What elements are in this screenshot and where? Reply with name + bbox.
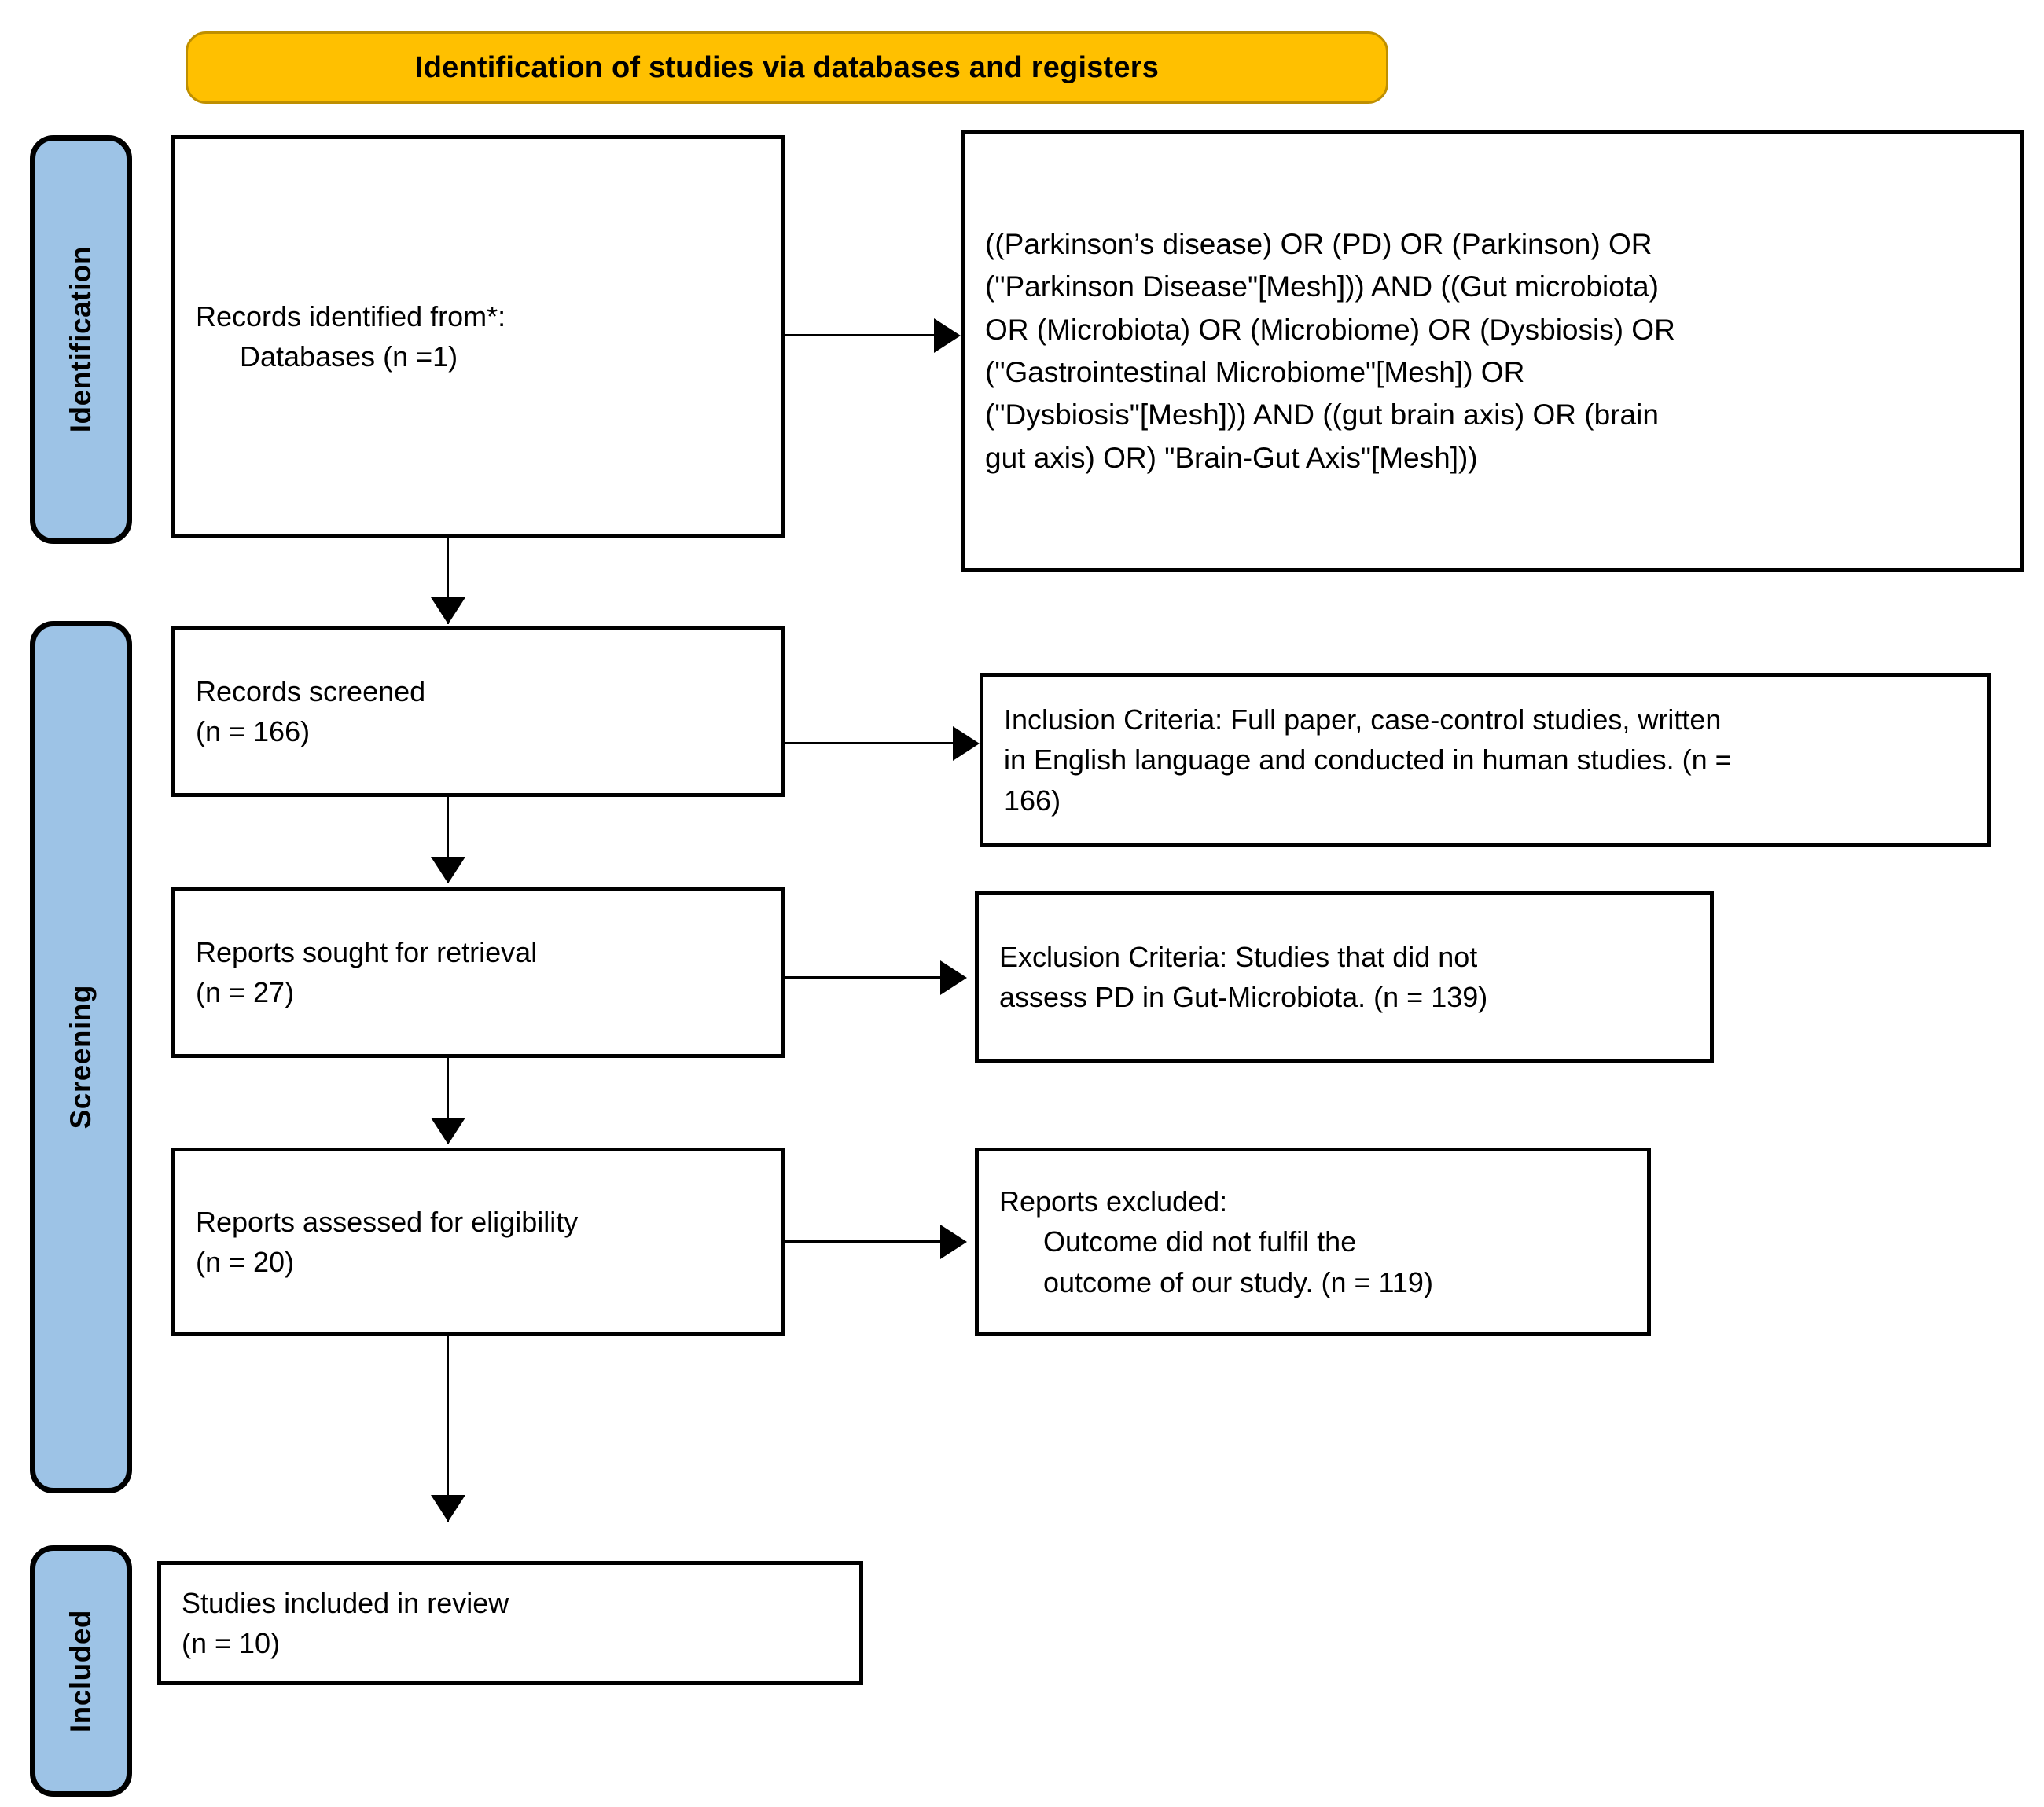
exclusion-criteria-line-2: assess PD in Gut-Microbiota. (n = 139) xyxy=(999,981,1488,1013)
exclusion-criteria-line-1: Exclusion Criteria: Studies that did not xyxy=(999,940,1478,973)
arrowhead-assessed-to-included xyxy=(431,1495,465,1522)
box-reports-sought: Reports sought for retrieval (n = 27) xyxy=(171,887,785,1058)
box-reports-excluded: Reports excluded: Outcome did not fulfil… xyxy=(975,1148,1651,1336)
connector-assessed-to-included xyxy=(447,1336,449,1522)
connector-assessed-to-excluded xyxy=(785,1240,948,1243)
box-search-string: ((Parkinson’s disease) OR (PD) OR (Parki… xyxy=(961,130,2024,572)
box-reports-assessed: Reports assessed for eligibility (n = 20… xyxy=(171,1148,785,1336)
records-screened-line-2: (n = 166) xyxy=(196,715,311,747)
connector-screened-to-sought xyxy=(447,797,449,883)
connector-identified-to-search xyxy=(785,334,942,336)
phase-included: Included xyxy=(30,1545,132,1797)
arrowhead-screened-to-sought xyxy=(431,857,465,883)
connector-identified-to-screened xyxy=(447,538,449,624)
search-string-line-5: ("Dysbiosis"[Mesh])) AND ((gut brain axi… xyxy=(985,398,1659,432)
connector-screened-to-inclusion xyxy=(785,742,961,744)
box-records-identified: Records identified from*: Databases (n =… xyxy=(171,135,785,538)
inclusion-criteria-line-2: in English language and conducted in hum… xyxy=(1004,744,1732,777)
records-identified-line-2: Databases (n =1) xyxy=(240,340,458,373)
reports-assessed-line-1: Reports assessed for eligibility xyxy=(196,1205,579,1238)
records-identified-line-1: Records identified from*: xyxy=(196,299,506,332)
phase-label-included: Included xyxy=(64,1609,97,1733)
studies-included-line-1: Studies included in review xyxy=(182,1586,509,1619)
inclusion-criteria-line-1: Inclusion Criteria: Full paper, case-con… xyxy=(1004,703,1722,736)
phase-label-identification: Identification xyxy=(64,246,97,433)
search-string-line-2: ("Parkinson Disease"[Mesh])) AND ((Gut m… xyxy=(985,270,1659,303)
inclusion-criteria-line-3: 166) xyxy=(1004,784,1061,817)
arrowhead-sought-to-assessed xyxy=(431,1118,465,1144)
search-string-line-6: gut axis) OR) "Brain-Gut Axis"[Mesh])) xyxy=(985,441,1478,474)
reports-sought-line-2: (n = 27) xyxy=(196,976,295,1008)
reports-assessed-line-2: (n = 20) xyxy=(196,1246,295,1278)
box-studies-included: Studies included in review (n = 10) xyxy=(157,1561,863,1685)
diagram-banner: Identification of studies via databases … xyxy=(186,31,1388,104)
reports-excluded-line-2: Outcome did not fulfil the xyxy=(1043,1225,1357,1258)
search-string-line-3: OR (Microbiota) OR (Microbiome) OR (Dysb… xyxy=(985,313,1675,346)
arrowhead-sought-to-exclusion xyxy=(940,960,967,995)
phase-screening: Screening xyxy=(30,621,132,1493)
arrowhead-assessed-to-excluded xyxy=(940,1225,967,1259)
connector-sought-to-assessed xyxy=(447,1058,449,1144)
box-records-screened: Records screened (n = 166) xyxy=(171,626,785,797)
phase-identification: Identification xyxy=(30,135,132,544)
studies-included-line-2: (n = 10) xyxy=(182,1627,281,1659)
search-string-line-4: ("Gastrointestinal Microbiome"[Mesh]) OR xyxy=(985,356,1525,388)
arrowhead-identified-to-screened xyxy=(431,597,465,624)
records-screened-line-1: Records screened xyxy=(196,674,426,707)
box-exclusion-criteria: Exclusion Criteria: Studies that did not… xyxy=(975,891,1714,1063)
reports-excluded-line-1: Reports excluded: xyxy=(999,1185,1228,1218)
phase-label-screening: Screening xyxy=(64,985,97,1129)
search-string-line-1: ((Parkinson’s disease) OR (PD) OR (Parki… xyxy=(985,227,1652,260)
arrowhead-identified-to-search xyxy=(934,318,961,353)
reports-sought-line-1: Reports sought for retrieval xyxy=(196,935,538,968)
box-inclusion-criteria: Inclusion Criteria: Full paper, case-con… xyxy=(980,673,1991,847)
banner-title: Identification of studies via databases … xyxy=(414,50,1160,84)
arrowhead-screened-to-inclusion xyxy=(953,726,980,761)
reports-excluded-line-3: outcome of our study. (n = 119) xyxy=(1043,1265,1433,1298)
connector-sought-to-exclusion xyxy=(785,976,948,979)
